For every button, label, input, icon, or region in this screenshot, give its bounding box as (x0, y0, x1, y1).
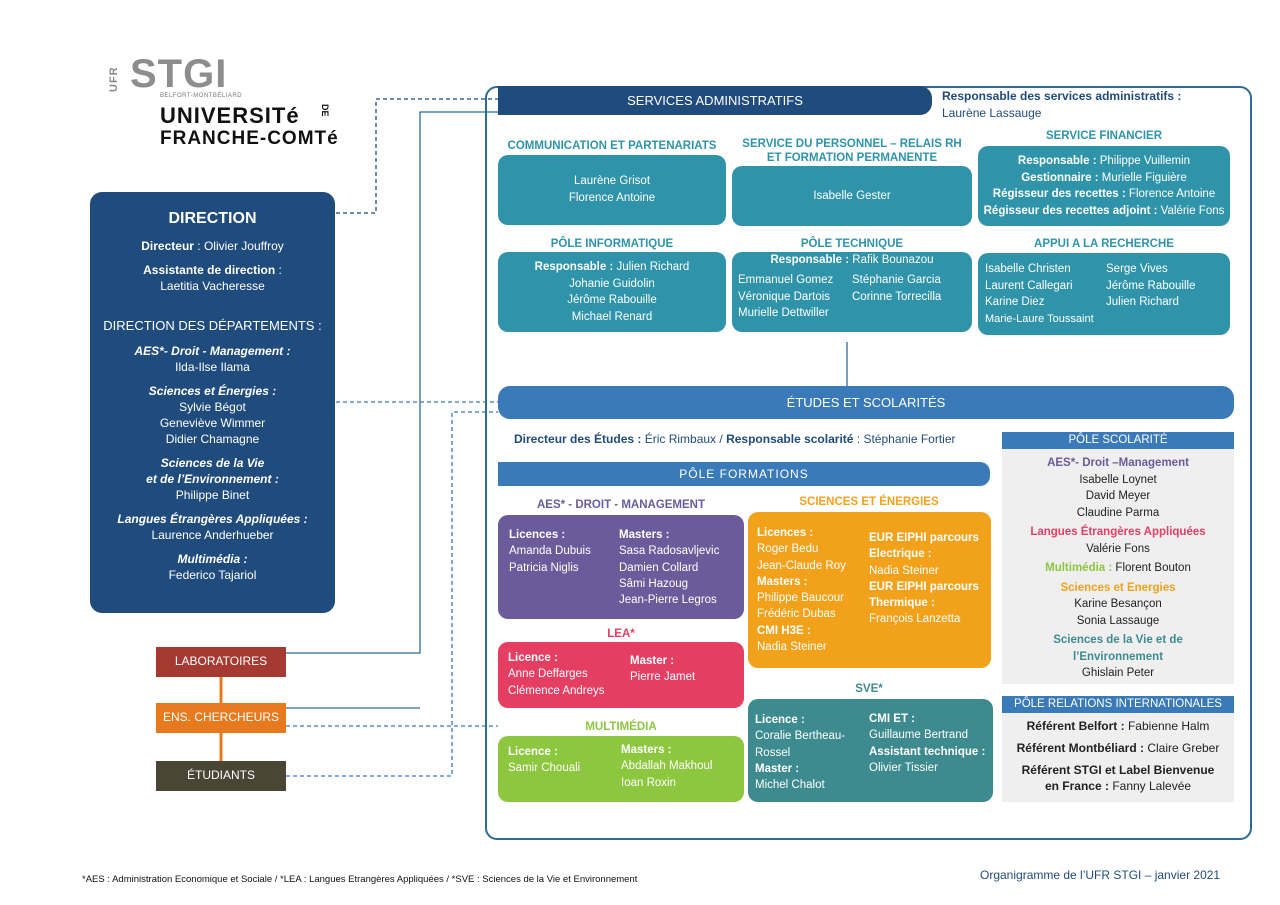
tech-box: Responsable : Rafik Bounazou Emmanuel Go… (732, 252, 972, 332)
info-title: PÔLE INFORMATIQUE (550, 238, 674, 250)
direction-title: DIRECTION (168, 210, 257, 227)
etudes-title: ÉTUDES ET SCOLARITÉS (498, 386, 1234, 419)
dept-multi: Multimédia : Federico Tajariol (168, 552, 257, 582)
etudes-dir-line: Directeur des Études : Éric Rimbaux / Re… (514, 432, 956, 446)
dept-sve: Sciences de la Vie et de l’Environnement… (146, 456, 279, 502)
dept-aes: AES*- Droit - Management : Ilda-Ilse Ila… (134, 344, 291, 374)
footer-note: *AES : Administration Economique et Soci… (82, 874, 638, 885)
dept-title: DIRECTION DES DÉPARTEMENTS : (103, 318, 322, 333)
logo-stgi: STGI (130, 52, 228, 96)
multi-title: MULTIMÉDIA (585, 721, 657, 733)
logo-belfort: BELFORT-MONTBÉLIARD (160, 93, 243, 99)
dept-lea: Langues Étrangères Appliquées : Laurence… (117, 512, 308, 542)
direction-box: DIRECTION Directeur : Olivier Jouffroy A… (90, 192, 335, 613)
info-box: Responsable : Julien Richard Johanie Gui… (498, 252, 726, 332)
ens-box: ENS. CHERCHEURS (156, 703, 286, 733)
admin-title: SERVICES ADMINISTRATIFS (498, 86, 932, 115)
assistante-name: Laetitia Vacheresse (160, 279, 265, 293)
perso-box: Isabelle Gester (732, 166, 972, 226)
logo-franche-comte: FRANCHE-COMTé (160, 128, 339, 149)
logo-de: DE (320, 104, 330, 117)
admin-resp: Laurène Lassauge (942, 106, 1042, 120)
tech-title: PÔLE TECHNIQUE (800, 238, 904, 250)
ri-title: PÔLE RELATIONS INTERNATIONALES (1002, 696, 1234, 713)
logo-ufr: UFR (108, 66, 120, 92)
aes-title: AES* - DROIT - MANAGEMENT (536, 499, 706, 511)
directeur-line: Directeur : Olivier Jouffroy (141, 239, 284, 253)
se-title: SCIENCES ET ÉNERGIES (799, 496, 939, 508)
ri-box: Référent Belfort : Fabienne Halm Référen… (1002, 713, 1234, 802)
fin-title: SERVICE FINANCIER (1045, 130, 1163, 142)
comm-title: COMMUNICATION ET PARTENARIATS (507, 140, 717, 152)
admin-resp-label: Responsable des services administratifs … (942, 89, 1182, 103)
rech-title: APPUI A LA RECHERCHE (1034, 238, 1174, 250)
footer-caption: Organigramme de l’UFR STGI – janvier 202… (980, 868, 1221, 882)
dept-se: Sciences et Énergies : Sylvie Bégot Gene… (148, 384, 277, 446)
fin-box: Responsable : Philippe Vuillemin Gestion… (978, 146, 1230, 226)
sve-title: SVE* (855, 683, 883, 695)
connector-direction-admin (336, 98, 498, 214)
assistante-line: Assistante de direction : (143, 263, 282, 277)
logo-universite: UNIVERSITé (160, 103, 300, 128)
scol-title: PÔLE SCOLARITÉ (1002, 432, 1234, 449)
lea-title: LEA* (607, 628, 635, 640)
formations-title: PÔLE FORMATIONS (498, 462, 990, 486)
labo-box: LABORATOIRES (156, 647, 286, 677)
etudiants-box: ÉTUDIANTS (156, 761, 286, 791)
multi-box: Licence :Samir Chouali Masters :Abdallah… (498, 736, 744, 802)
